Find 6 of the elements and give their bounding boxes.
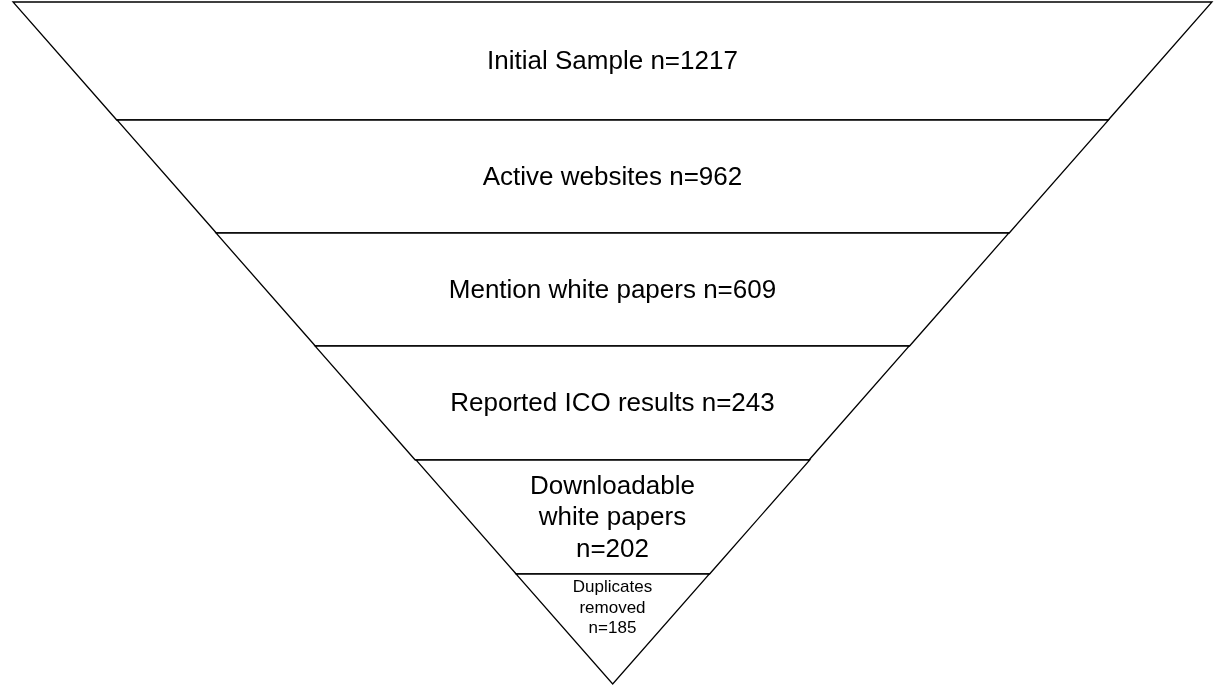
stage-label: Active websites n=962 [482,160,743,193]
stage-label: Duplicates removed n=185 [571,577,654,639]
stage-label: Initial Sample n=1217 [487,45,738,77]
stage-label: Mention white papers n=609 [448,273,777,306]
stage-label: Reported ICO results n=243 [450,387,775,419]
stage-label: Downloadable white papers n=202 [529,470,696,564]
